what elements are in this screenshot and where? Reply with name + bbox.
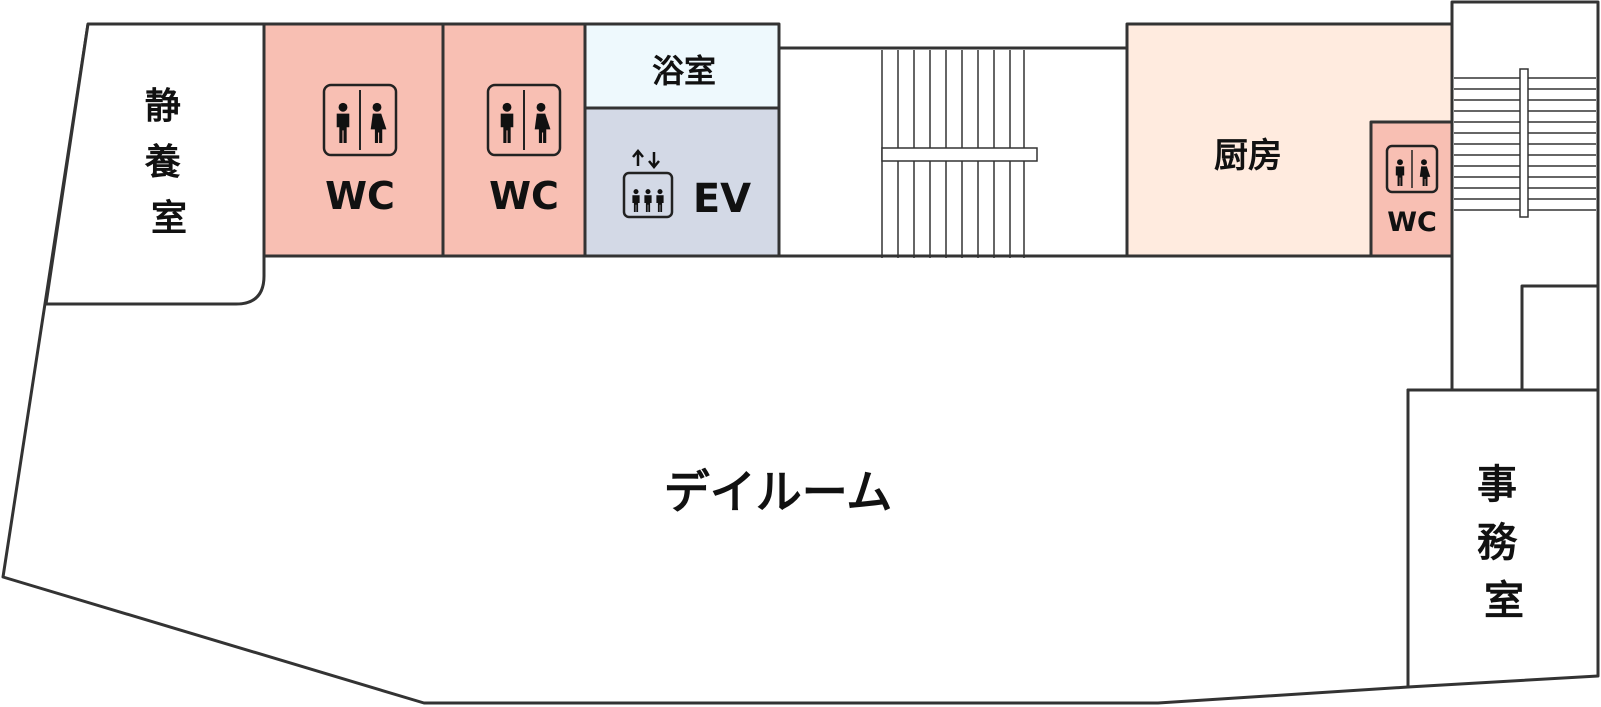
right-tower-closet bbox=[1520, 284, 1600, 392]
quiet-room-char-1: 静 bbox=[145, 86, 181, 127]
day-room-label: デイルーム bbox=[664, 465, 893, 519]
elevator-icon bbox=[622, 149, 674, 219]
wc-2-label: WC bbox=[489, 174, 559, 218]
quiet-room-char-2: 養 bbox=[145, 142, 181, 183]
quiet-room-label: 静 養 室 bbox=[145, 86, 194, 239]
wc-1-label: WC bbox=[325, 174, 395, 218]
quiet-room-char-3: 室 bbox=[151, 198, 187, 239]
kitchen-label: 厨房 bbox=[1214, 136, 1282, 176]
restroom-icon bbox=[322, 83, 398, 157]
quiet-room bbox=[44, 22, 266, 306]
stairs bbox=[1454, 68, 1596, 218]
restroom-icon bbox=[486, 83, 562, 157]
office-room bbox=[1406, 388, 1600, 689]
wc-room-2 bbox=[441, 22, 587, 258]
wc-small-label: WC bbox=[1387, 207, 1437, 238]
elevator-label: EV bbox=[693, 176, 751, 222]
stairs bbox=[881, 50, 1038, 258]
office-label: 事 務 室 bbox=[1477, 462, 1531, 624]
office-char-3: 室 bbox=[1484, 578, 1524, 624]
office-char-2: 務 bbox=[1477, 520, 1518, 566]
wc-room-1 bbox=[262, 22, 445, 258]
bath-label: 浴室 bbox=[652, 52, 716, 90]
restroom-icon bbox=[1385, 144, 1439, 194]
office-char-1: 事 bbox=[1477, 462, 1517, 508]
elevator-room bbox=[583, 106, 781, 258]
